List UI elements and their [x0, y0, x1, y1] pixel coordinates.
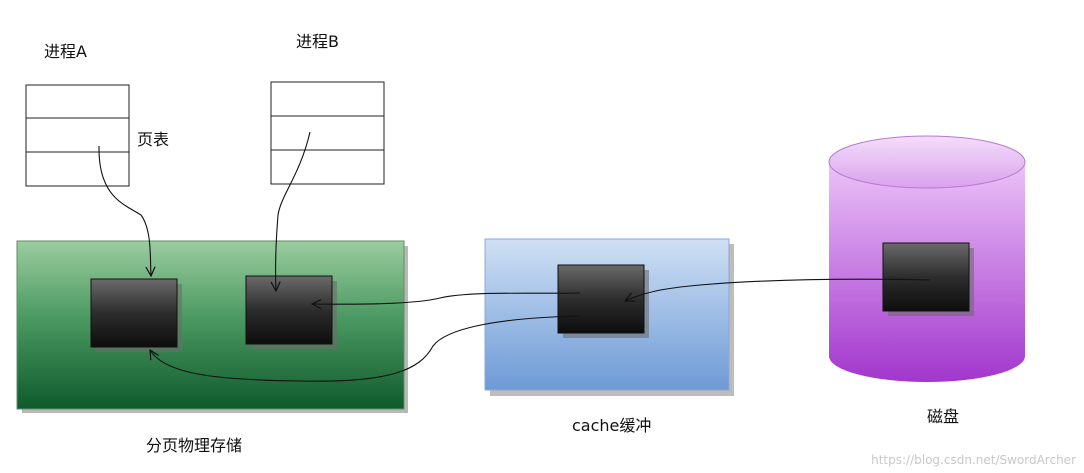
disk-cylinder — [828, 135, 1026, 382]
page-block-physical-2 — [245, 275, 337, 349]
page-block-disk — [882, 242, 974, 316]
page-table-label: 页表 — [137, 130, 170, 149]
page-table-b — [270, 81, 385, 185]
process-a-label: 进程A — [44, 42, 87, 61]
watermark: https://blog.csdn.net/SwordArcher — [871, 453, 1076, 467]
process-b-label: 进程B — [296, 32, 339, 51]
arrow-page-table-a-to-page — [98, 145, 151, 276]
page-block-physical-1 — [90, 278, 182, 352]
page-block-cache — [557, 264, 649, 338]
arrow-cache-back-to-physical-page — [150, 315, 581, 382]
disk-label: 磁盘 — [927, 407, 960, 426]
physical-storage-box — [16, 240, 408, 413]
cache-label: cache缓冲 — [572, 416, 652, 435]
arrow-cache-to-physical-page — [312, 292, 581, 304]
arrow-disk-to-cache — [625, 278, 931, 301]
page-table-a — [25, 84, 130, 187]
arrow-page-table-b-to-page — [276, 131, 311, 291]
physical-storage-label: 分页物理存储 — [146, 436, 243, 455]
